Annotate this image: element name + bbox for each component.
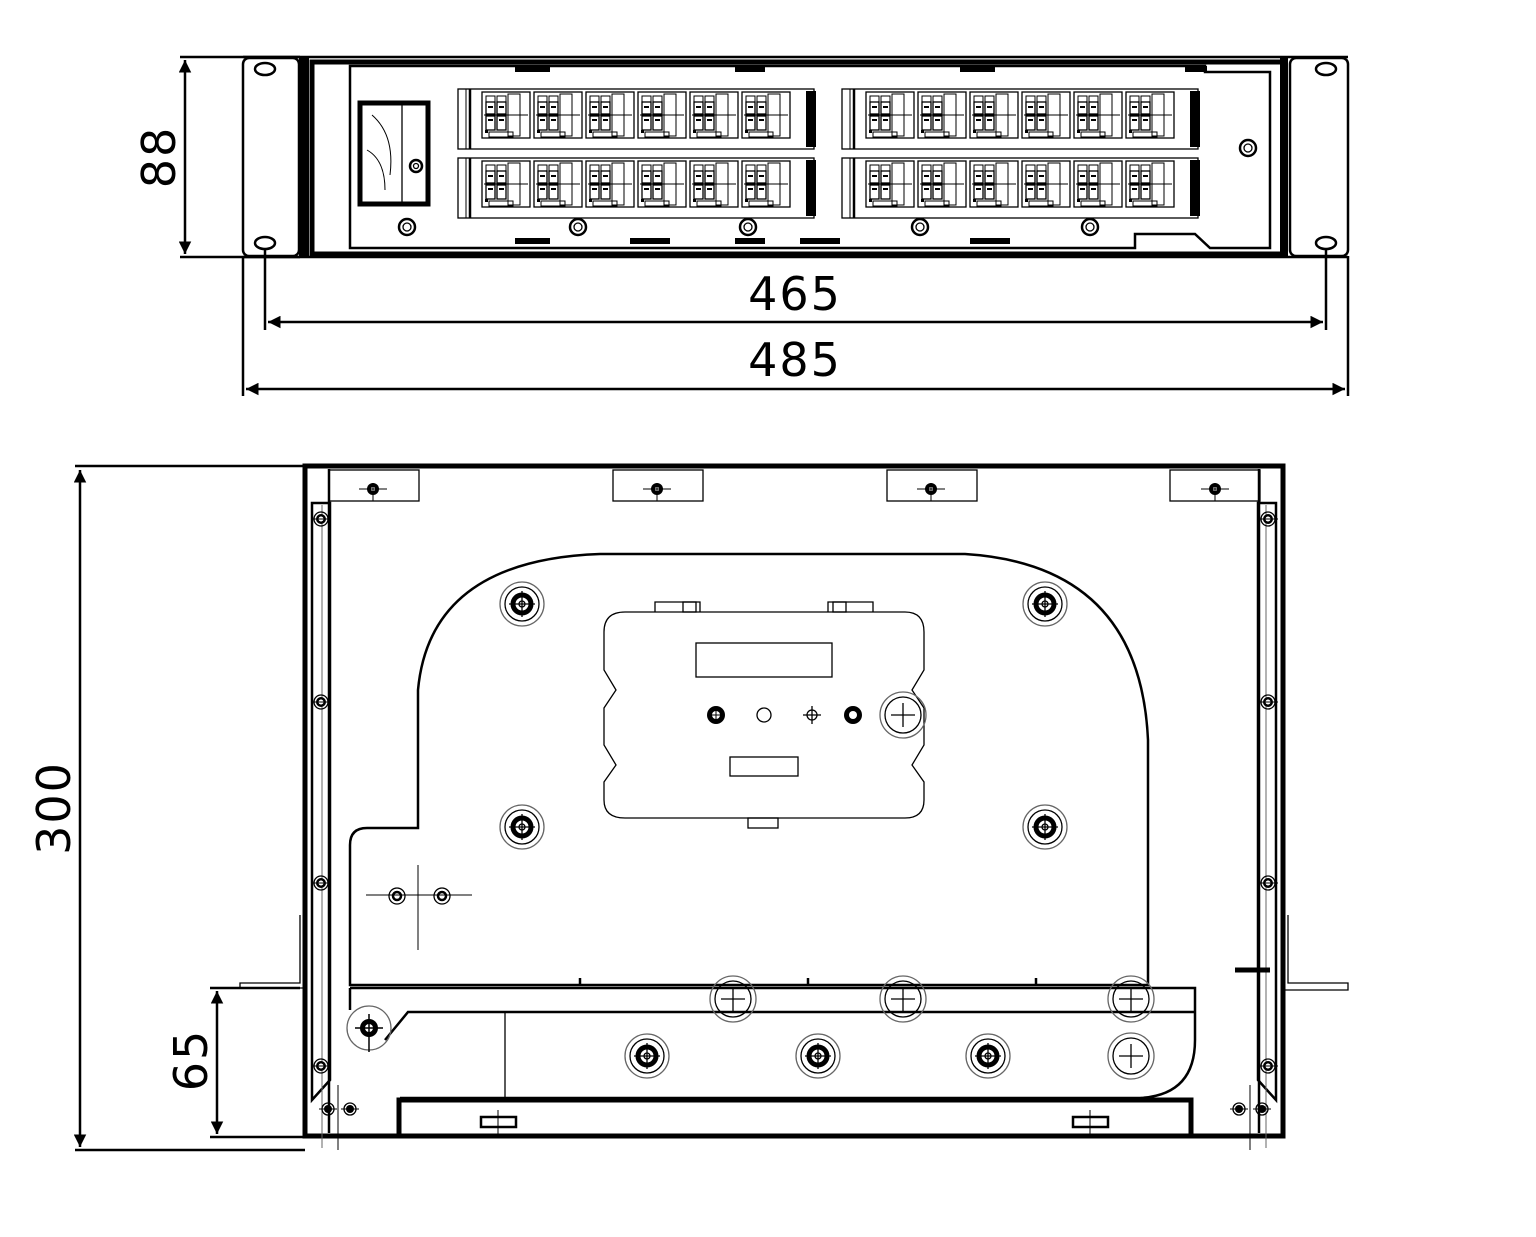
front-view: 88: [132, 55, 1350, 396]
cable-box: [357, 100, 431, 207]
rear-bar: [396, 1097, 1194, 1139]
chassis-outline: [302, 463, 1286, 1139]
outer-width-label: 485: [748, 333, 842, 387]
right-rack-ear: [1288, 56, 1350, 258]
tray-offset-label: 65: [164, 1029, 218, 1092]
ear-slot: [1314, 61, 1338, 77]
tray-offset-dimension: 65: [164, 986, 305, 1139]
cable-tie-points: [366, 865, 472, 950]
depth-label: 300: [27, 761, 81, 855]
top-view: 300 65: [27, 463, 1349, 1152]
label-plate: [603, 601, 927, 829]
height-label: 88: [132, 126, 186, 189]
splice-tray: [348, 552, 1150, 987]
adapter-bank-left: [458, 89, 816, 218]
height-dimension: 88: [132, 55, 300, 259]
ear-slot: [1314, 235, 1338, 251]
adapter-bank-right: [842, 89, 1200, 218]
ear-slot: [253, 235, 277, 251]
depth-dimension: 300: [27, 464, 305, 1152]
width-dimensions: 465 485: [241, 250, 1350, 396]
panel-frame: [309, 59, 1287, 257]
left-rack-ear: [241, 56, 301, 258]
ear-slot: [253, 61, 277, 77]
inner-width-label: 465: [748, 267, 842, 321]
